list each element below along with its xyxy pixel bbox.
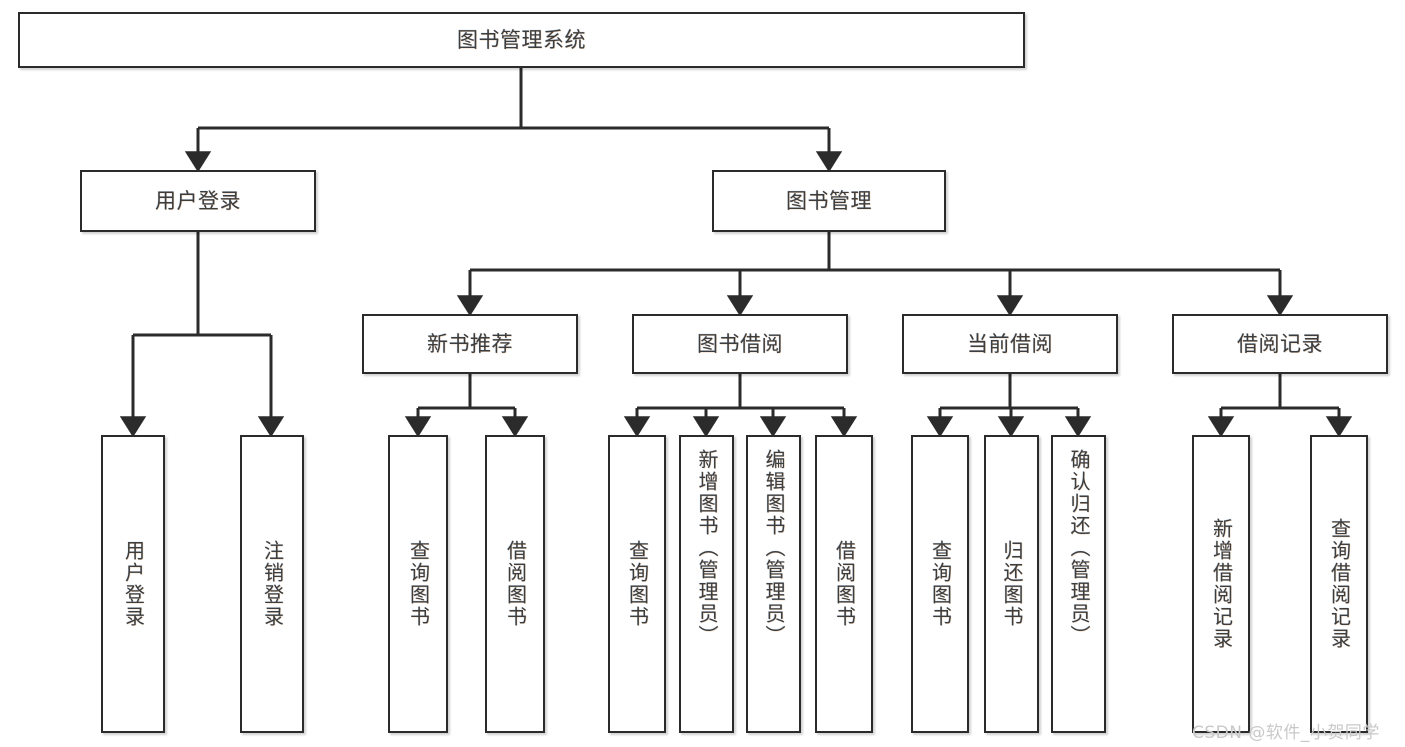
node-label: 注销登录 xyxy=(260,540,285,628)
node-book-borrow[interactable]: 图书借阅 xyxy=(632,314,848,374)
node-leaf-query-book-borrow[interactable]: 查询图书 xyxy=(608,435,666,733)
node-new-book-recommend[interactable]: 新书推荐 xyxy=(362,314,578,374)
node-current-borrow[interactable]: 当前借阅 xyxy=(902,314,1118,374)
node-leaf-add-book[interactable]: 新增图书（管理员） xyxy=(679,435,734,733)
node-book-management[interactable]: 图书管理 xyxy=(712,170,946,232)
node-leaf-query-borrow-record[interactable]: 查询借阅记录 xyxy=(1310,435,1368,733)
node-label: 图书管理系统 xyxy=(457,27,586,52)
node-label: 图书管理 xyxy=(786,188,872,213)
node-leaf-query-book-current[interactable]: 查询图书 xyxy=(911,435,969,733)
node-label: 查询图书 xyxy=(625,540,650,628)
node-label: 图书借阅 xyxy=(697,331,783,356)
node-leaf-add-borrow-record[interactable]: 新增借阅记录 xyxy=(1192,435,1250,733)
node-label: 查询图书 xyxy=(928,540,953,628)
node-label: 新增图书（管理员） xyxy=(695,449,719,647)
node-label: 借阅图书 xyxy=(503,540,528,628)
node-label: 归还图书 xyxy=(1000,540,1024,628)
node-label: 用户登录 xyxy=(121,540,146,628)
node-leaf-edit-book[interactable]: 编辑图书（管理员） xyxy=(746,435,801,733)
node-leaf-return-book[interactable]: 归还图书 xyxy=(984,435,1039,733)
node-label: 查询图书 xyxy=(406,540,431,628)
node-label: 借阅图书 xyxy=(832,540,857,628)
node-label: 编辑图书（管理员） xyxy=(762,449,786,647)
node-label: 借阅记录 xyxy=(1237,331,1323,356)
node-label: 新书推荐 xyxy=(427,331,513,356)
node-label: 查询借阅记录 xyxy=(1327,518,1352,650)
node-leaf-borrow-book-recommend[interactable]: 借阅图书 xyxy=(485,435,545,733)
node-leaf-user-logout[interactable]: 注销登录 xyxy=(240,435,304,733)
node-book-management-system[interactable]: 图书管理系统 xyxy=(18,12,1025,68)
node-borrow-record[interactable]: 借阅记录 xyxy=(1172,314,1388,374)
node-label: 当前借阅 xyxy=(967,331,1053,356)
node-label: 确认归还（管理员） xyxy=(1067,449,1091,647)
node-leaf-confirm-return[interactable]: 确认归还（管理员） xyxy=(1051,435,1106,733)
node-user-login[interactable]: 用户登录 xyxy=(80,170,316,232)
node-leaf-borrow-book[interactable]: 借阅图书 xyxy=(815,435,873,733)
node-leaf-user-login[interactable]: 用户登录 xyxy=(101,435,165,733)
node-label: 新增借阅记录 xyxy=(1209,518,1234,650)
node-label: 用户登录 xyxy=(155,188,241,213)
node-leaf-query-book-recommend[interactable]: 查询图书 xyxy=(388,435,448,733)
